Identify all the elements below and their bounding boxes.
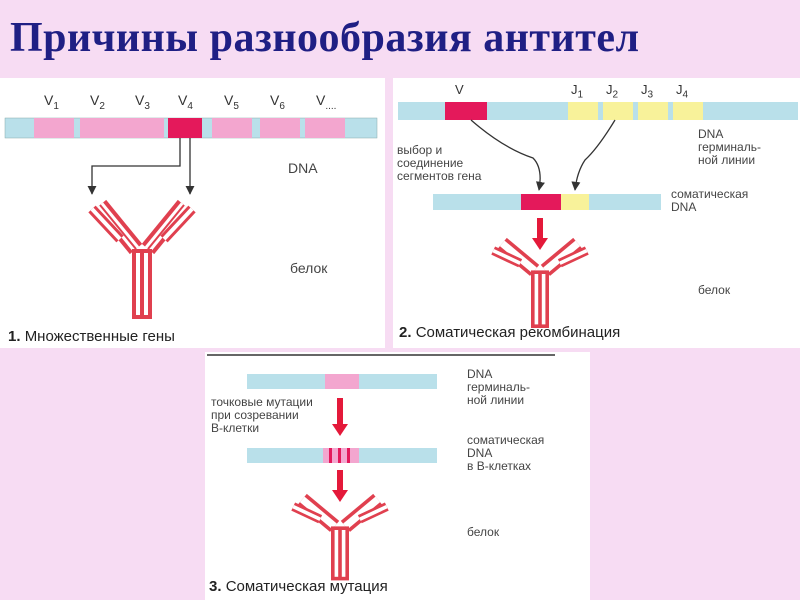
point-mutation bbox=[338, 448, 341, 463]
v-segment bbox=[445, 102, 487, 120]
somatic-dna-label: соматическая DNA в В-клетках bbox=[467, 433, 545, 473]
j-segment bbox=[568, 102, 598, 120]
multiple-genes-diagram bbox=[4, 117, 378, 348]
segment-v2: V2 bbox=[90, 92, 105, 112]
v-label: V bbox=[455, 82, 464, 97]
segment-v6: V6 bbox=[270, 92, 285, 112]
segment-j4: J4 bbox=[676, 82, 689, 101]
j-segments bbox=[568, 102, 703, 120]
protein-label: белок bbox=[467, 525, 500, 539]
v-segment bbox=[124, 118, 164, 138]
segment-vn: V.... bbox=[316, 92, 337, 112]
dna-label: DNA bbox=[288, 160, 318, 176]
segment-v4: V4 bbox=[178, 92, 193, 112]
j-segment-joined bbox=[561, 194, 589, 210]
point-mutation bbox=[329, 448, 332, 463]
v-segment bbox=[305, 118, 345, 138]
j-segment bbox=[673, 102, 703, 120]
antibody-icon bbox=[92, 205, 192, 319]
panel-multiple-genes: V1 V2 V3 V4 V5 V6 V.... DNA белок 1. Мно… bbox=[0, 78, 385, 348]
germline-dna-label: DNA герминаль- ной линии bbox=[698, 127, 761, 167]
v-segment bbox=[325, 374, 359, 389]
selection-label: выбор и соединение сегментов гена bbox=[397, 143, 482, 183]
panel-somatic-recombination: V J1 J2 J3 J4 DNA герминаль- ной линии в… bbox=[393, 78, 800, 348]
protein-label: белок bbox=[698, 283, 731, 297]
segment-j3: J3 bbox=[641, 82, 654, 101]
germline-dna-label: DNA герминаль- ной линии bbox=[467, 367, 530, 407]
mutation-label: точковые мутации при созревании В-клетки bbox=[211, 395, 313, 435]
v-segment-joined bbox=[521, 194, 561, 210]
j-segment bbox=[638, 102, 668, 120]
page-title: Причины разнообразия антител bbox=[10, 15, 640, 61]
segment-v3: V3 bbox=[135, 92, 150, 112]
panel3-caption: 3. Соматическая мутация bbox=[209, 578, 388, 595]
v-segment-selected bbox=[168, 118, 202, 138]
somatic-recombination-diagram bbox=[398, 102, 798, 328]
v-segments bbox=[34, 118, 345, 138]
point-mutation bbox=[347, 448, 350, 463]
somatic-dna-label: соматическая DNA bbox=[671, 187, 749, 214]
panel2-caption: 2. Соматическая рекомбинация bbox=[399, 324, 621, 341]
panel-somatic-mutation: DNA герминаль- ной линии точковые мутаци… bbox=[205, 352, 590, 600]
arrow-j bbox=[571, 119, 616, 191]
segment-j1: J1 bbox=[571, 82, 584, 101]
v-segment bbox=[260, 118, 300, 138]
arrow-left bbox=[87, 138, 181, 195]
v-segment bbox=[34, 118, 74, 138]
segment-j2: J2 bbox=[606, 82, 619, 101]
v-segment bbox=[80, 118, 124, 138]
arrow-v bbox=[470, 119, 545, 191]
segment-v5: V5 bbox=[224, 92, 239, 112]
j-segment bbox=[603, 102, 633, 120]
panel1-caption: 1. Множественные гены bbox=[8, 328, 175, 345]
v-segment bbox=[212, 118, 252, 138]
segment-v1: V1 bbox=[44, 92, 59, 112]
antibody-icon bbox=[291, 493, 389, 581]
antibody-icon bbox=[491, 237, 589, 328]
somatic-mutation-diagram bbox=[207, 354, 555, 581]
protein-label: белок bbox=[290, 260, 328, 276]
